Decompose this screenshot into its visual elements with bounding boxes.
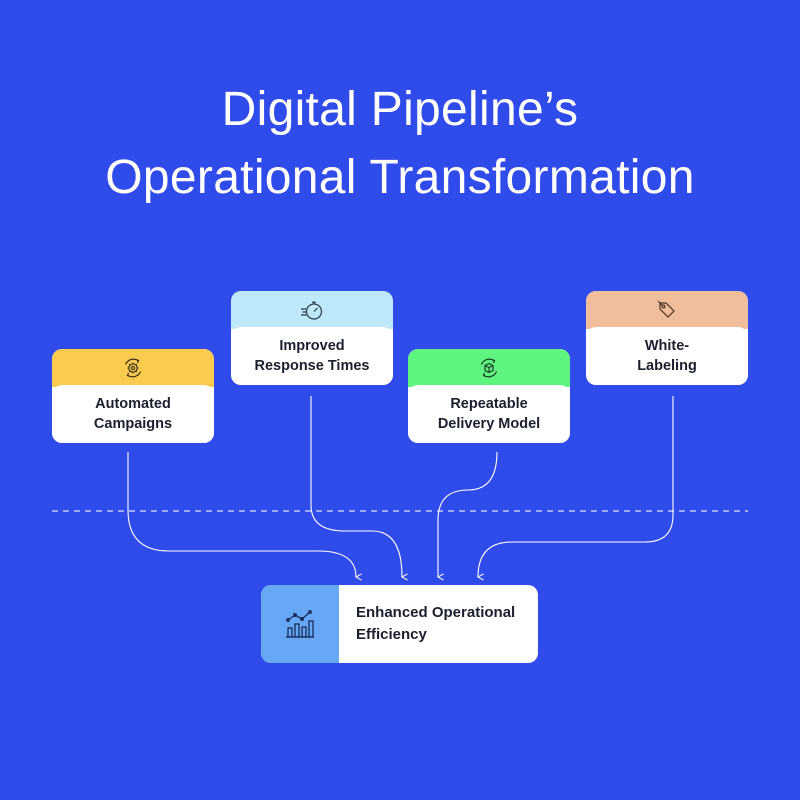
card-label-line-1: Automated	[95, 396, 171, 412]
card-label-line-1: White-	[644, 338, 690, 354]
card-label-line-1: Repeatable	[450, 396, 528, 412]
result-enhanced-operational-efficiency: Enhanced Operational Efficiency	[261, 585, 538, 663]
connector-automated	[127, 452, 356, 577]
card-label: White- Labeling	[586, 327, 748, 385]
card-label: Automated Campaigns	[52, 385, 214, 443]
card-label: Repeatable Delivery Model	[408, 385, 570, 443]
connector-whitelabel	[478, 396, 674, 577]
card-header	[231, 291, 393, 329]
card-label-line-1: Improved	[279, 338, 345, 354]
box-cycle-icon	[477, 356, 501, 380]
card-white-labeling: White- Labeling	[586, 291, 748, 385]
result-label: Enhanced Operational Efficiency	[339, 585, 538, 663]
result-icon-panel	[261, 585, 339, 663]
card-label-line-2: Campaigns	[93, 416, 173, 432]
card-label: Improved Response Times	[231, 327, 393, 385]
result-label-line-1: Enhanced Operational	[356, 604, 516, 621]
card-automated-campaigns: Automated Campaigns	[52, 349, 214, 443]
card-label-line-2: Response Times	[254, 358, 370, 374]
card-header	[52, 349, 214, 387]
card-label-line-2: Labeling	[637, 358, 697, 374]
card-improved-response-times: Improved Response Times	[231, 291, 393, 385]
result-label-line-2: Efficiency	[356, 626, 427, 643]
card-label-line-2: Delivery Model	[437, 416, 541, 432]
connector-response	[310, 396, 402, 577]
bar-chart-trend-icon	[283, 609, 317, 639]
card-header	[408, 349, 570, 387]
gear-cycle-icon	[121, 356, 145, 380]
connector-repeatable	[438, 451, 498, 577]
page-title: Digital Pipeline’s Operational Transform…	[0, 76, 800, 212]
stopwatch-speed-icon	[299, 298, 325, 322]
title-line-1: Digital Pipeline’s	[221, 83, 579, 136]
title-line-2: Operational Transformation	[105, 151, 695, 204]
card-repeatable-delivery-model: Repeatable Delivery Model	[408, 349, 570, 443]
card-header	[586, 291, 748, 329]
tag-icon	[655, 298, 679, 322]
